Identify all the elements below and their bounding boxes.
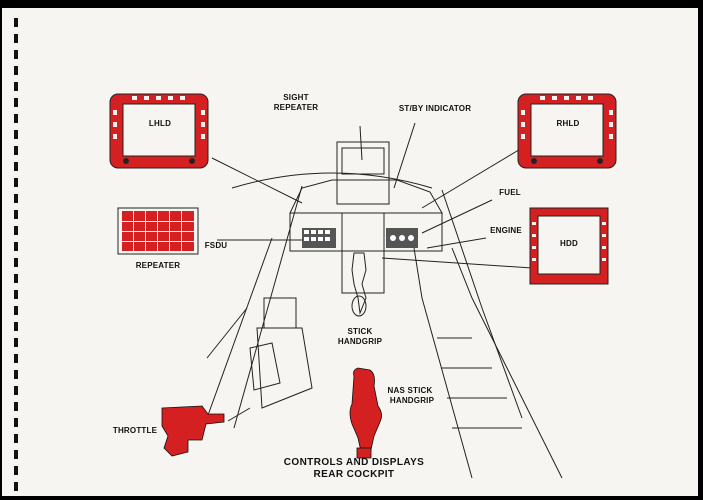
label-handgrip: HANDGRIP bbox=[337, 337, 383, 346]
label-engine: ENGINE bbox=[490, 226, 522, 235]
punch-hole bbox=[14, 18, 18, 27]
punch-hole bbox=[14, 290, 18, 299]
label-nas-handgrip: HANDGRIP bbox=[389, 396, 435, 405]
punch-hole bbox=[14, 306, 18, 315]
punch-hole bbox=[14, 82, 18, 91]
punch-hole bbox=[14, 114, 18, 123]
label-repeater-sight: REPEATER bbox=[273, 103, 319, 112]
canopy-arc bbox=[231, 172, 433, 189]
punch-hole bbox=[14, 402, 18, 411]
leader-lhld bbox=[211, 157, 303, 204]
left-canopy-rail bbox=[233, 185, 303, 429]
label-sight: SIGHT bbox=[283, 93, 309, 102]
label-stick: STICK bbox=[347, 327, 373, 336]
punch-hole bbox=[14, 466, 18, 475]
punch-hole bbox=[14, 50, 18, 59]
punch-hole bbox=[14, 274, 18, 283]
cockpit-diagram bbox=[109, 93, 617, 479]
rhld-display bbox=[517, 93, 617, 169]
punch-hole bbox=[14, 354, 18, 363]
punch-hole bbox=[14, 146, 18, 155]
label-rhld: RHLD bbox=[556, 119, 580, 128]
center-pedestal bbox=[341, 212, 385, 294]
sight-repeater-screen bbox=[341, 147, 385, 175]
leader-sight bbox=[359, 125, 363, 161]
punch-hole bbox=[14, 66, 18, 75]
label-hdd: HDD bbox=[560, 239, 578, 248]
punch-hole bbox=[14, 482, 18, 491]
leader-stby bbox=[393, 122, 416, 189]
punch-hole bbox=[14, 434, 18, 443]
punch-hole bbox=[14, 450, 18, 459]
leader-throttle bbox=[227, 407, 251, 422]
punch-hole bbox=[14, 34, 18, 43]
caption-line1: CONTROLS AND DISPLAYS bbox=[283, 457, 425, 468]
label-lhld: LHLD bbox=[148, 119, 172, 128]
caption-line2: REAR COCKPIT bbox=[313, 469, 395, 480]
nas-stick-handgrip bbox=[349, 367, 382, 459]
stick-column bbox=[351, 252, 367, 315]
diagram-sheet: LHLD RHLD SIGHT REPEATER ST/BY INDICATOR… bbox=[2, 8, 698, 496]
label-repeater: REPEATER bbox=[135, 261, 181, 270]
punch-hole bbox=[14, 194, 18, 203]
throttle-lever bbox=[161, 405, 225, 457]
punch-hole bbox=[14, 162, 18, 171]
lhld-display bbox=[109, 93, 209, 169]
punch-hole bbox=[14, 386, 18, 395]
stick-grip bbox=[351, 295, 367, 317]
punch-hole bbox=[14, 370, 18, 379]
right-canopy-rail bbox=[441, 189, 523, 419]
punch-hole bbox=[14, 258, 18, 267]
punch-hole bbox=[14, 178, 18, 187]
label-throttle: THROTTLE bbox=[112, 426, 158, 435]
leader-hdd bbox=[381, 257, 533, 269]
punch-hole bbox=[14, 322, 18, 331]
sight-repeater-housing bbox=[336, 141, 390, 205]
punch-hole bbox=[14, 338, 18, 347]
left-sill bbox=[206, 237, 273, 419]
punch-hole bbox=[14, 210, 18, 219]
leader-engine bbox=[426, 237, 487, 249]
leader-fuel bbox=[421, 199, 493, 234]
punch-hole bbox=[14, 98, 18, 107]
fsdu-repeater-keypad bbox=[117, 207, 199, 255]
label-fsdu: FSDU bbox=[204, 241, 228, 250]
glare-shield bbox=[289, 179, 443, 214]
label-fuel: FUEL bbox=[499, 188, 521, 197]
punch-hole bbox=[14, 242, 18, 251]
punch-hole bbox=[14, 226, 18, 235]
label-stby-indicator: ST/BY INDICATOR bbox=[398, 104, 472, 113]
leader-rhld bbox=[421, 147, 523, 209]
punch-hole bbox=[14, 418, 18, 427]
punch-hole bbox=[14, 130, 18, 139]
label-nas-stick: NAS STICK bbox=[387, 386, 433, 395]
hdd-display bbox=[529, 207, 609, 285]
